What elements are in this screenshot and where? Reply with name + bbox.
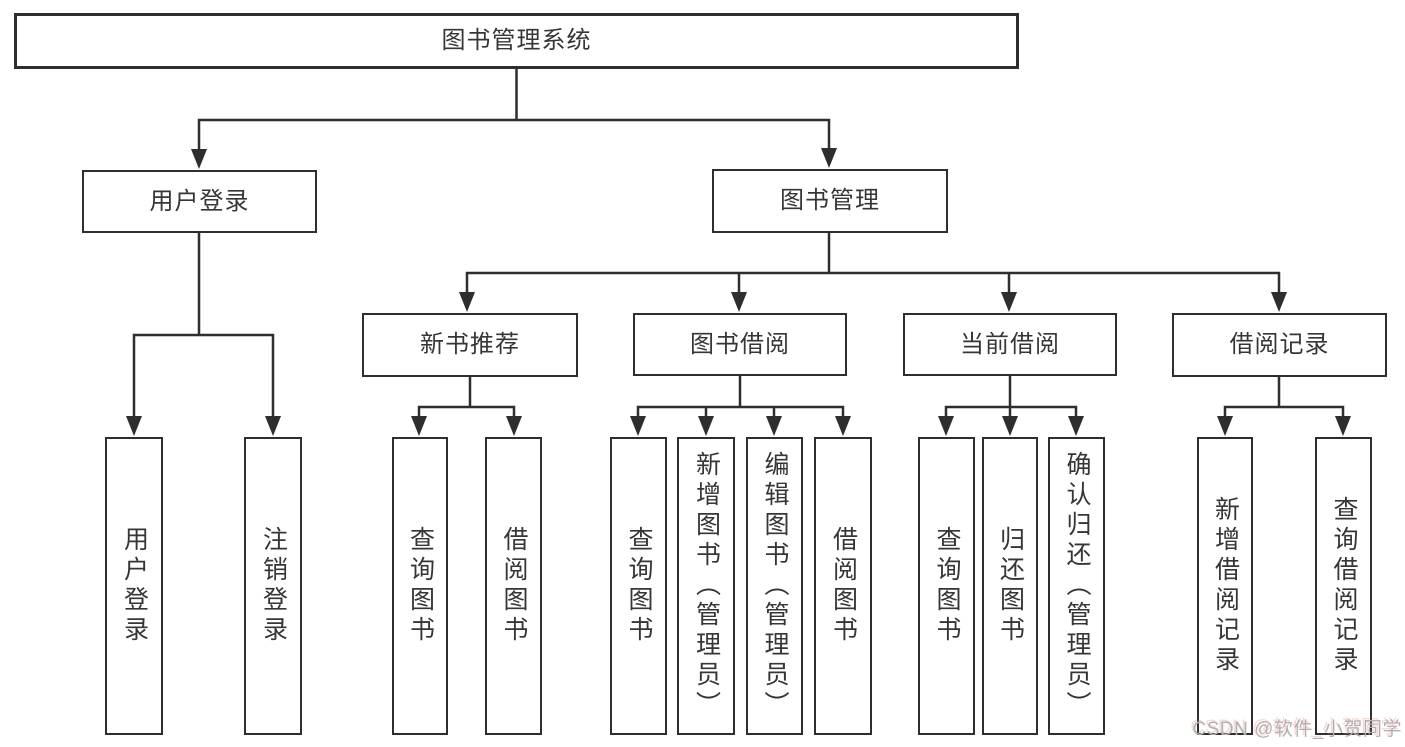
- leaf-return-books: 归还图书: [982, 437, 1038, 735]
- leaf-edit-books-admin-label: 编辑图书（管理员）: [761, 451, 789, 721]
- connector-book-borrowing: [636, 376, 845, 420]
- leaf-logout: 注销登录: [244, 437, 302, 735]
- node-current-borrowing: 当前借阅: [903, 313, 1117, 376]
- arrowhead: [766, 416, 782, 436]
- arrowhead: [411, 416, 427, 436]
- node-borrowing-records: 借阅记录: [1172, 313, 1387, 377]
- node-new-book-recommend: 新书推荐: [362, 313, 578, 377]
- leaf-add-borrow-record: 新增借阅记录: [1197, 437, 1253, 735]
- leaf-user-login: 用户登录: [105, 437, 163, 735]
- leaf-borrow-books-recommend: 借阅图书: [485, 437, 542, 735]
- arrowhead: [821, 148, 837, 168]
- leaf-logout-label: 注销登录: [259, 526, 288, 646]
- arrowhead: [191, 149, 207, 169]
- leaf-query-borrow-record: 查询借阅记录: [1315, 437, 1372, 735]
- arrowhead: [630, 416, 646, 436]
- arrowhead: [835, 416, 851, 436]
- leaf-add-borrow-record-label: 新增借阅记录: [1211, 496, 1240, 676]
- connector-book-management: [465, 233, 1281, 296]
- leaf-add-books-admin: 新增图书（管理员）: [677, 437, 735, 735]
- node-new-book-recommend-label: 新书推荐: [420, 331, 520, 358]
- node-book-borrowing: 图书借阅: [633, 313, 847, 376]
- leaf-edit-books-admin: 编辑图书（管理员）: [746, 437, 803, 735]
- arrowheads: [126, 148, 1351, 436]
- connector-borrowing-records: [1223, 377, 1345, 420]
- arrowhead: [731, 292, 747, 312]
- arrowhead: [1001, 292, 1017, 312]
- leaf-return-books-label: 归还图书: [996, 526, 1025, 646]
- leaf-confirm-return-admin: 确认归还（管理员）: [1048, 437, 1105, 735]
- leaf-borrow-books-recommend-label: 借阅图书: [500, 526, 528, 646]
- node-user-login-label: 用户登录: [149, 187, 250, 215]
- node-current-borrowing-label: 当前借阅: [960, 330, 1060, 358]
- leaf-borrow-books-borrowing-label: 借阅图书: [829, 526, 858, 646]
- node-book-management: 图书管理: [712, 169, 948, 233]
- arrowhead: [1068, 416, 1084, 436]
- node-borrowing-records-label: 借阅记录: [1229, 331, 1330, 358]
- node-root-label: 图书管理系统: [441, 27, 592, 54]
- arrowhead: [265, 416, 281, 436]
- leaf-query-books-borrowing: 查询图书: [610, 437, 667, 735]
- arrowhead: [1335, 416, 1351, 436]
- connector-new-book: [417, 377, 516, 420]
- arrowhead: [459, 292, 475, 312]
- arrowhead: [506, 416, 522, 436]
- leaf-user-login-label: 用户登录: [120, 526, 149, 646]
- leaf-query-borrow-record-label: 查询借阅记录: [1330, 496, 1358, 676]
- leaf-confirm-return-admin-label: 确认归还（管理员）: [1063, 451, 1091, 721]
- arrowhead: [698, 416, 714, 436]
- connector-user-login: [132, 233, 275, 420]
- node-book-borrowing-label: 图书借阅: [690, 330, 790, 358]
- arrowhead: [938, 416, 954, 436]
- leaf-query-books-borrowing-label: 查询图书: [625, 526, 653, 646]
- connector-current-borrowing: [944, 376, 1078, 420]
- leaf-borrow-books-borrowing: 借阅图书: [814, 437, 872, 735]
- arrowhead: [1217, 416, 1233, 436]
- node-book-management-label: 图书管理: [780, 187, 880, 214]
- leaf-query-books-recommend-label: 查询图书: [406, 526, 435, 646]
- arrowhead: [1002, 416, 1018, 436]
- arrowhead: [126, 416, 142, 436]
- leaf-query-books-current-label: 查询图书: [933, 526, 961, 646]
- connector-root: [197, 69, 831, 152]
- leaf-query-books-recommend: 查询图书: [392, 437, 448, 735]
- arrowhead: [1271, 292, 1287, 312]
- leaf-add-books-admin-label: 新增图书（管理员）: [692, 451, 721, 721]
- leaf-query-books-current: 查询图书: [918, 437, 975, 735]
- watermark: CSDN @软件_小贺同学: [1192, 719, 1402, 740]
- node-user-login: 用户登录: [82, 170, 317, 233]
- node-root: 图书管理系统: [14, 13, 1019, 69]
